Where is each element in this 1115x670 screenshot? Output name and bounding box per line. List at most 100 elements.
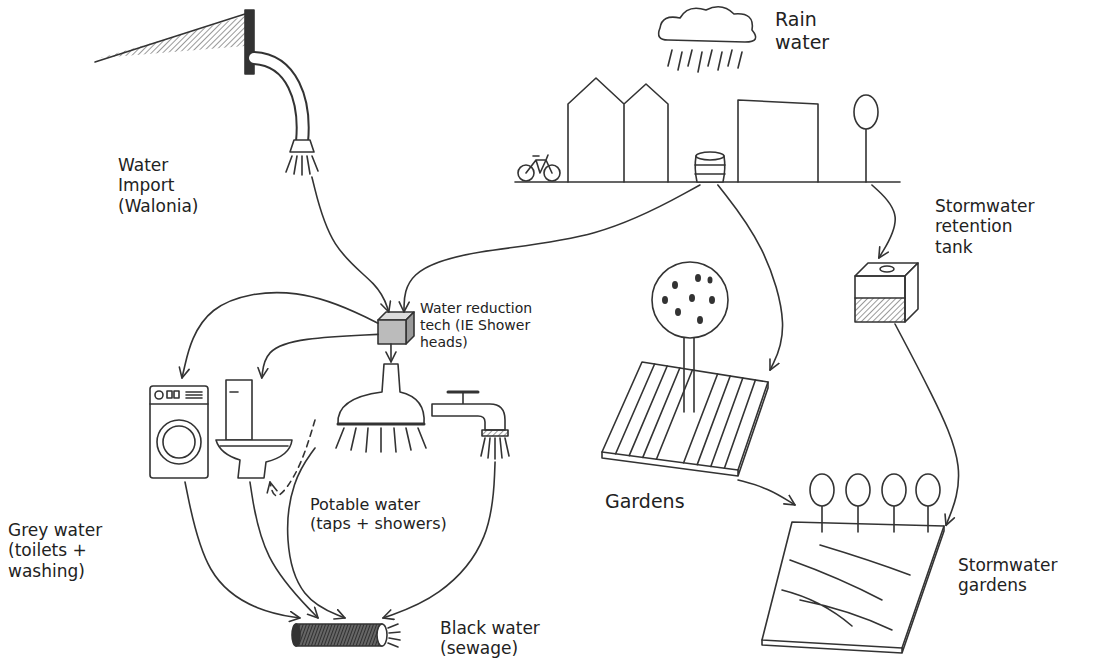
sketch-label: Stormwater retention tank xyxy=(935,196,1047,257)
sketch-label: Stormwater gardens xyxy=(958,555,1068,596)
flow-arrow xyxy=(262,334,378,378)
flow-arrow xyxy=(390,344,392,362)
washing-machine xyxy=(157,420,201,464)
illustration-region: Water Import (Walonia) xyxy=(95,12,325,177)
rain-cloud xyxy=(659,7,756,42)
sketch-label: Potable water (taps + showers) xyxy=(310,495,448,533)
stormwater-trees xyxy=(882,474,906,506)
fruit-tree xyxy=(675,308,681,316)
garden-bed xyxy=(602,362,768,476)
illustration-region: Stormwater gardens xyxy=(760,505,946,650)
flow-arrow xyxy=(718,185,783,370)
illustration-region: Stormwater retention tank xyxy=(850,258,922,324)
water-tap xyxy=(462,392,464,404)
reduction-box xyxy=(378,320,406,344)
flow-arrow xyxy=(738,480,795,505)
illustration-region: Grey water (toilets + washing) xyxy=(148,378,292,482)
washing-machine xyxy=(186,392,202,398)
flow-arrow xyxy=(182,293,378,378)
retention-tank xyxy=(855,276,905,322)
fruit-tree xyxy=(662,296,668,304)
fruit-tree xyxy=(672,281,678,289)
sewage-pipe xyxy=(292,624,300,646)
street-tree xyxy=(865,128,867,182)
stormwater-trees xyxy=(846,474,870,506)
reduction-box xyxy=(406,312,414,344)
flow-arrow xyxy=(872,185,895,258)
fruit-tree xyxy=(708,277,713,284)
garden-bed xyxy=(616,364,756,468)
import-pipe xyxy=(286,156,318,175)
toilet xyxy=(226,380,252,440)
water-tap xyxy=(482,430,508,436)
shower-head xyxy=(336,364,426,452)
sketch-label: Water reduction tech (IE Shower heads) xyxy=(420,300,538,350)
toilet xyxy=(216,440,292,478)
stormwater-garden-bed xyxy=(782,545,910,630)
sewage-pipe xyxy=(377,624,387,646)
fruit-tree xyxy=(709,296,715,304)
illustration-region: Rain water xyxy=(510,2,900,185)
fruit-tree xyxy=(697,316,703,324)
washing-machine xyxy=(150,386,208,478)
import-pipe xyxy=(254,58,318,175)
import-pipe xyxy=(290,140,314,152)
flow-arrow xyxy=(404,185,700,312)
sketch-label: Grey water (toilets + washing) xyxy=(8,520,133,581)
bicycle xyxy=(518,155,560,181)
fruit-tree xyxy=(652,262,728,338)
reduction-box xyxy=(378,312,414,344)
shower-head xyxy=(338,423,424,426)
shower-head xyxy=(336,428,426,452)
rain-barrel xyxy=(695,165,725,174)
houses xyxy=(515,78,900,182)
import-pipe xyxy=(254,58,303,142)
reservoir-dam xyxy=(95,14,245,62)
sewage-pipe xyxy=(296,624,382,646)
retention-tank xyxy=(855,297,905,299)
sewage-pipe xyxy=(388,624,400,647)
washing-machine xyxy=(163,426,195,458)
toilet xyxy=(220,445,288,447)
washing-machine xyxy=(174,391,179,398)
water-tap xyxy=(432,404,505,430)
stormwater-garden-bed xyxy=(762,522,944,653)
retention-tank xyxy=(855,298,905,322)
illustration-region: Black water (sewage) xyxy=(290,618,400,652)
retention-tank xyxy=(905,263,918,322)
illustration-region: Potable water (taps + showers) xyxy=(315,362,512,462)
water-tap xyxy=(481,438,509,459)
sketch-label: Water Import (Walonia) xyxy=(118,155,218,216)
houses xyxy=(568,78,668,182)
fruit-tree xyxy=(689,294,695,302)
sewage-pipe xyxy=(292,624,400,647)
sketch-label: Gardens xyxy=(605,490,695,513)
sketch-illustration xyxy=(95,7,944,653)
fruit-tree xyxy=(662,274,715,324)
illustration-region: Water reduction tech (IE Shower heads) xyxy=(378,312,414,344)
rain-cloud xyxy=(668,50,742,72)
toilet xyxy=(216,380,292,478)
fruit-tree xyxy=(684,334,694,412)
washing-machine xyxy=(150,403,208,405)
illustration-region: Gardens xyxy=(598,258,770,480)
houses xyxy=(738,100,818,182)
water-tap xyxy=(432,392,509,459)
stormwater-trees xyxy=(810,474,834,506)
fruit-tree xyxy=(695,274,701,282)
rain-barrel xyxy=(696,152,724,160)
import-pipe xyxy=(254,58,303,142)
street-tree xyxy=(854,95,878,182)
washing-machine xyxy=(150,386,208,478)
flow-arrow xyxy=(895,324,959,525)
bicycle xyxy=(526,155,552,173)
reservoir-dam xyxy=(95,10,254,74)
fruit-tree xyxy=(652,262,728,412)
flow-arrow xyxy=(312,177,389,312)
retention-tank xyxy=(855,263,918,322)
connector-group xyxy=(182,177,959,618)
